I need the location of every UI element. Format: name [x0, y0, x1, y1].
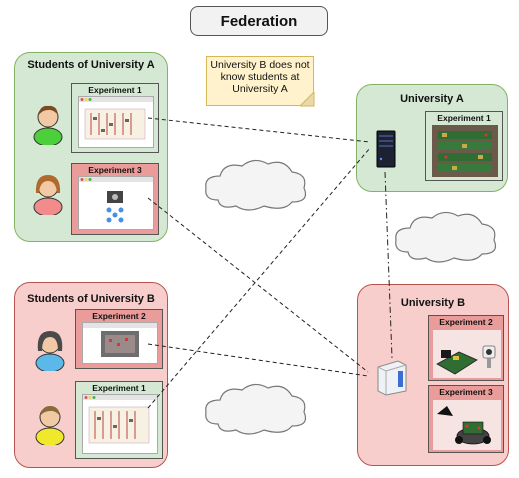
- server-icon: [377, 360, 407, 396]
- students-a-group: Students of University A Experiment 1: [14, 52, 168, 242]
- experiment-1-card-a[interactable]: Experiment 1: [71, 83, 159, 153]
- student-green-icon: [33, 105, 63, 145]
- hardware-photo: [433, 330, 501, 378]
- server-icon: [376, 130, 396, 168]
- note: University B does not know students at U…: [206, 56, 314, 106]
- experiment-label: Experiment 3: [88, 165, 142, 175]
- university-b-experiment-2[interactable]: Experiment 2: [428, 315, 504, 381]
- experiment-2-card-b[interactable]: Experiment 2: [75, 309, 163, 369]
- note-line-2: know students at: [220, 71, 300, 83]
- note-fold-icon: [300, 92, 315, 107]
- hardware-photo: [432, 125, 498, 177]
- cloud-icon: [205, 159, 307, 211]
- university-a-experiment-1[interactable]: Experiment 1: [425, 111, 503, 181]
- students-a-label: Students of University A: [27, 59, 155, 71]
- experiment-label: Experiment 2: [439, 317, 493, 327]
- experiment-1-screenshot: [78, 96, 154, 148]
- university-a-group: University A Experiment 1: [356, 84, 508, 192]
- university-b-label: University B: [400, 297, 466, 309]
- experiment-label: Experiment 2: [92, 311, 146, 321]
- students-b-label: Students of University B: [27, 293, 155, 305]
- student-pink-icon: [33, 175, 63, 215]
- experiment-label: Experiment 1: [437, 113, 491, 123]
- hardware-photo: [433, 400, 501, 450]
- cloud-icon: [395, 211, 497, 263]
- link-exp1a-univa: [147, 117, 371, 143]
- university-b-experiment-3[interactable]: Experiment 3: [428, 385, 504, 453]
- experiment-label: Experiment 1: [92, 383, 146, 393]
- cloud-icon: [205, 383, 307, 435]
- students-b-group: Students of University B Experiment 2 Ex…: [14, 282, 168, 468]
- university-a-label: University A: [400, 93, 464, 105]
- diagram-title: Federation: [190, 6, 328, 36]
- note-line-1: University B does not: [210, 59, 310, 71]
- university-b-group: University B Experiment 2 Experiment 3: [357, 284, 509, 466]
- note-line-3: University A: [232, 83, 288, 95]
- link-exp3a-univb: [147, 197, 369, 373]
- experiment-3-screenshot: [78, 176, 154, 230]
- student-yellow-icon: [35, 406, 65, 445]
- link-exp2b-univb: [147, 343, 369, 377]
- experiment-2-screenshot: [82, 322, 158, 364]
- experiment-label: Experiment 3: [439, 387, 493, 397]
- experiment-3-card-a[interactable]: Experiment 3: [71, 163, 159, 235]
- experiment-1-card-b[interactable]: Experiment 1: [75, 381, 163, 459]
- experiment-label: Experiment 1: [88, 85, 142, 95]
- student-blue-icon: [35, 331, 65, 371]
- experiment-1-screenshot: [82, 394, 158, 454]
